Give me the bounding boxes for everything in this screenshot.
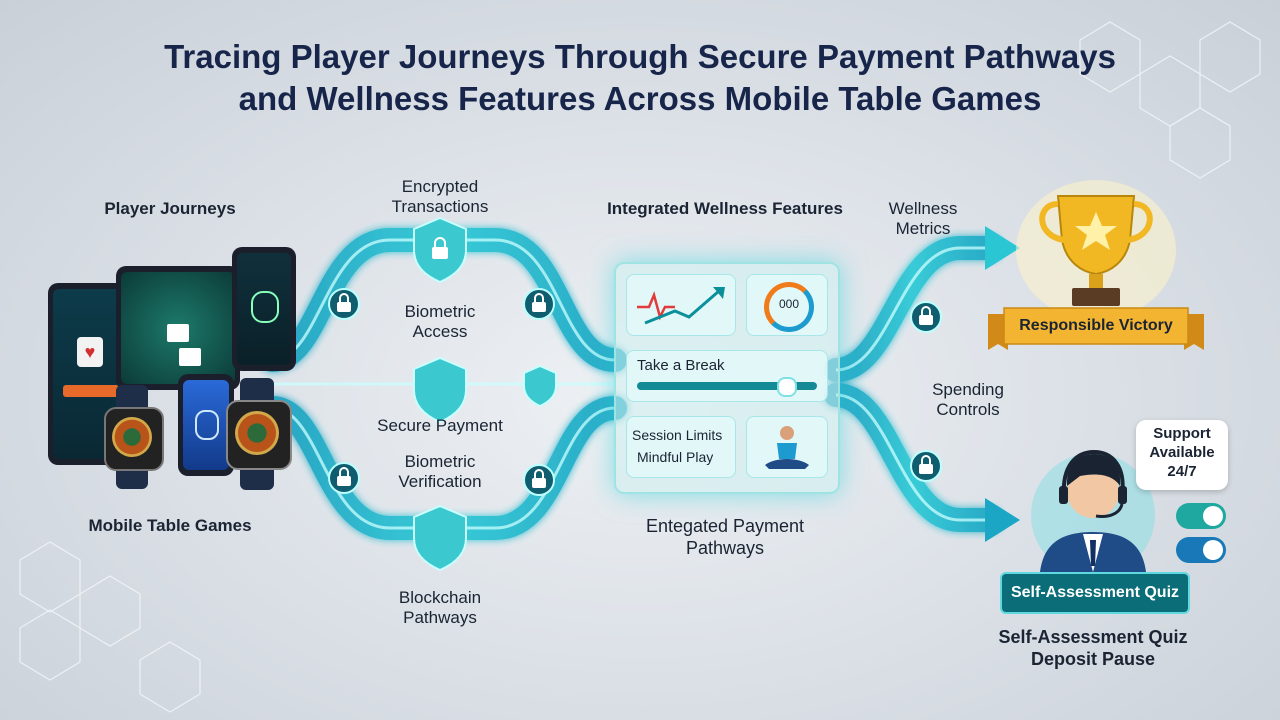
arrow-head-top: [985, 226, 1020, 270]
padlock-icon: [910, 301, 942, 333]
watch-right: [226, 378, 292, 490]
wellness-panel: 000 Take a Break Session Limits Mindful …: [614, 262, 840, 494]
shield-lock-icon: [413, 216, 467, 284]
heartbeat-chart-card: [626, 274, 736, 336]
spending-controls-label: Spending Controls: [932, 380, 1004, 419]
toggle-icon[interactable]: [1176, 503, 1226, 529]
biometric-access-label: Biometric Access: [404, 302, 476, 341]
secure-payment-label: Secure Payment: [377, 416, 503, 435]
phone-center: [178, 374, 234, 476]
mindful-play-label: Mindful Play: [637, 449, 714, 465]
title-line-1: Tracing Player Journeys Through Secure P…: [164, 38, 1116, 75]
encrypted-transactions-label: Encrypted Transactions: [391, 177, 489, 216]
padlock-icon: [523, 288, 555, 320]
roulette-icon: [226, 400, 292, 470]
playing-cards: [167, 324, 189, 342]
session-limits-card: Session Limits Mindful Play: [626, 416, 736, 478]
shield-icon: [413, 504, 467, 572]
support-agent-icon: [1031, 449, 1155, 577]
mobile-table-games-label: Mobile Table Games: [88, 516, 252, 535]
padlock-icon: [523, 464, 555, 496]
wellness-metrics-label: Wellness Metrics: [888, 199, 958, 238]
support-bubble: Support Available 24/7: [1136, 420, 1228, 490]
slider-knob[interactable]: [776, 377, 797, 397]
page-title: Tracing Player Journeys Through Secure P…: [0, 36, 1280, 120]
padlock-icon: [328, 288, 360, 320]
player-journeys-label: Player Journeys: [104, 199, 236, 218]
title-line-2: and Wellness Features Across Mobile Tabl…: [238, 80, 1042, 117]
self-assessment-caption: Self-Assessment Quiz Deposit Pause: [998, 627, 1188, 669]
take-a-break-slider[interactable]: [637, 377, 817, 397]
toggle-icon[interactable]: [1176, 537, 1226, 563]
meditation-card: [746, 416, 828, 478]
fingerprint-icon: [195, 410, 219, 440]
orange-button: [63, 385, 119, 397]
timer-ring: [764, 282, 814, 332]
responsible-victory-label: Responsible Victory: [1019, 317, 1173, 334]
session-timer-card: 000: [746, 274, 828, 336]
take-a-break-card: Take a Break: [626, 350, 828, 402]
phone-right: [232, 247, 296, 371]
take-a-break-label: Take a Break: [637, 357, 725, 374]
session-limits-label: Session Limits: [632, 427, 723, 443]
heartbeat-chart-icon: [637, 287, 725, 325]
watch-left: [104, 385, 164, 489]
timer-value: 000: [778, 297, 800, 311]
shield-icon: [413, 356, 467, 424]
padlock-icon: [328, 462, 360, 494]
self-assessment-badge[interactable]: Self-Assessment Quiz: [1000, 572, 1190, 614]
payment-pathways-subheading: Entegated Payment Pathways: [645, 516, 805, 558]
shield-icon: [523, 364, 557, 408]
ribbon-banner: [988, 307, 1204, 350]
trophy-icon: [1016, 180, 1176, 320]
meditation-icon: [765, 426, 809, 469]
heart-card-icon: ♥: [77, 337, 103, 367]
biometric-verification-label: Biometric Verification: [398, 452, 482, 491]
arrow-head-bottom: [985, 498, 1020, 542]
fingerprint-icon: [251, 291, 279, 323]
wellness-features-heading: Integrated Wellness Features: [607, 199, 843, 218]
blockchain-pathways-label: Blockchain Pathways: [398, 588, 482, 627]
tablet: [116, 266, 240, 390]
padlock-icon: [910, 450, 942, 482]
roulette-icon: [104, 407, 164, 471]
